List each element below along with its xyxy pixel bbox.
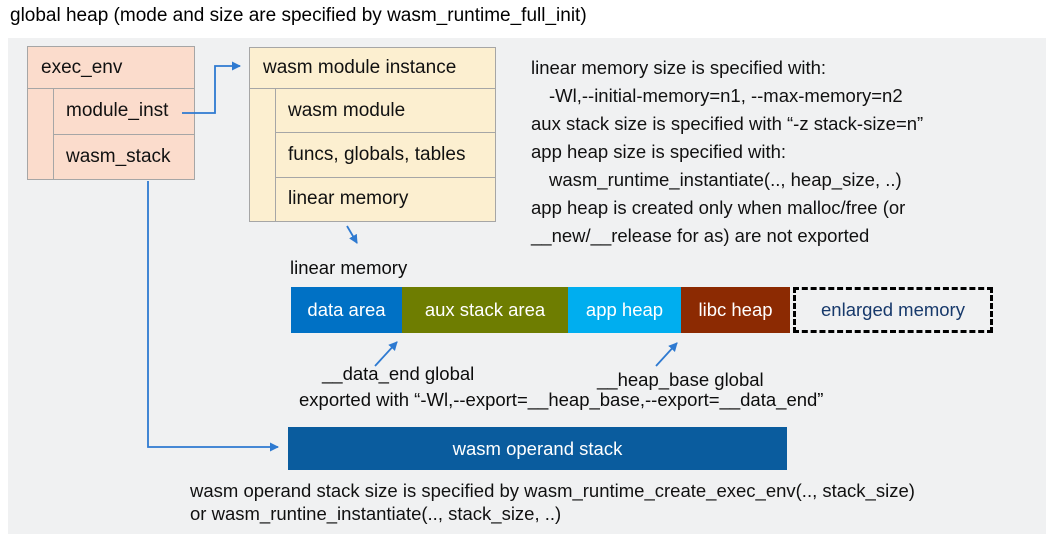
module-instance-header: wasm module instance bbox=[250, 48, 495, 89]
exec-env-row-module-inst: module_inst bbox=[54, 89, 194, 135]
module-instance-left-strip bbox=[250, 89, 276, 221]
linear-memory-label: linear memory bbox=[290, 257, 408, 278]
info-line: app heap is created only when malloc/fre… bbox=[531, 197, 906, 218]
data-end-global-label: __data_end global bbox=[322, 363, 475, 384]
bar-segment-app-heap: app heap bbox=[568, 287, 681, 333]
export-note: exported with “-Wl,--export=__heap_base,… bbox=[299, 389, 824, 410]
info-line: __new/__release for as) are not exported bbox=[531, 225, 870, 246]
footer-line: or wasm_runtine_instantiate(.., stack_si… bbox=[190, 503, 562, 524]
module-instance-box: wasm module instance wasm module funcs, … bbox=[249, 47, 496, 222]
module-instance-row-wasm-module: wasm module bbox=[276, 89, 495, 134]
info-line: wasm_runtime_instantiate(.., heap_size, … bbox=[549, 169, 902, 190]
linear-memory-bar: data area aux stack area app heap libc h… bbox=[291, 287, 993, 333]
info-line: -Wl,--initial-memory=n1, --max-memory=n2 bbox=[549, 85, 903, 106]
exec-env-row-wasm-stack: wasm_stack bbox=[66, 145, 171, 167]
info-line: aux stack size is specified with “-z sta… bbox=[531, 113, 924, 134]
operand-stack-box: wasm operand stack bbox=[288, 427, 787, 470]
exec-env-left-strip bbox=[28, 89, 54, 179]
info-text-block: linear memory size is specified with: -W… bbox=[531, 54, 923, 250]
info-line: app heap size is specified with: bbox=[531, 141, 787, 162]
footer-note: wasm operand stack size is specified by … bbox=[190, 479, 915, 525]
diagram-title: global heap (mode and size are specified… bbox=[10, 5, 587, 26]
exec-env-body: module_inst wasm_stack bbox=[28, 89, 194, 179]
module-instance-row-linear-memory: linear memory bbox=[288, 188, 409, 210]
bar-segment-libc-heap: libc heap bbox=[681, 287, 790, 333]
module-instance-row-funcs-globals-tables: funcs, globals, tables bbox=[276, 133, 495, 178]
exec-env-box: exec_env module_inst wasm_stack bbox=[27, 46, 195, 180]
module-instance-body: wasm module funcs, globals, tables linea… bbox=[250, 89, 495, 221]
exec-env-header: exec_env bbox=[28, 47, 194, 89]
enlarged-memory-box: enlarged memory bbox=[793, 287, 993, 333]
heap-base-global-label: __heap_base global bbox=[597, 369, 764, 390]
info-line: linear memory size is specified with: bbox=[531, 57, 827, 78]
bar-segment-aux-stack-area: aux stack area bbox=[402, 287, 568, 333]
bar-segment-data-area: data area bbox=[291, 287, 402, 333]
footer-line: wasm operand stack size is specified by … bbox=[190, 480, 915, 501]
